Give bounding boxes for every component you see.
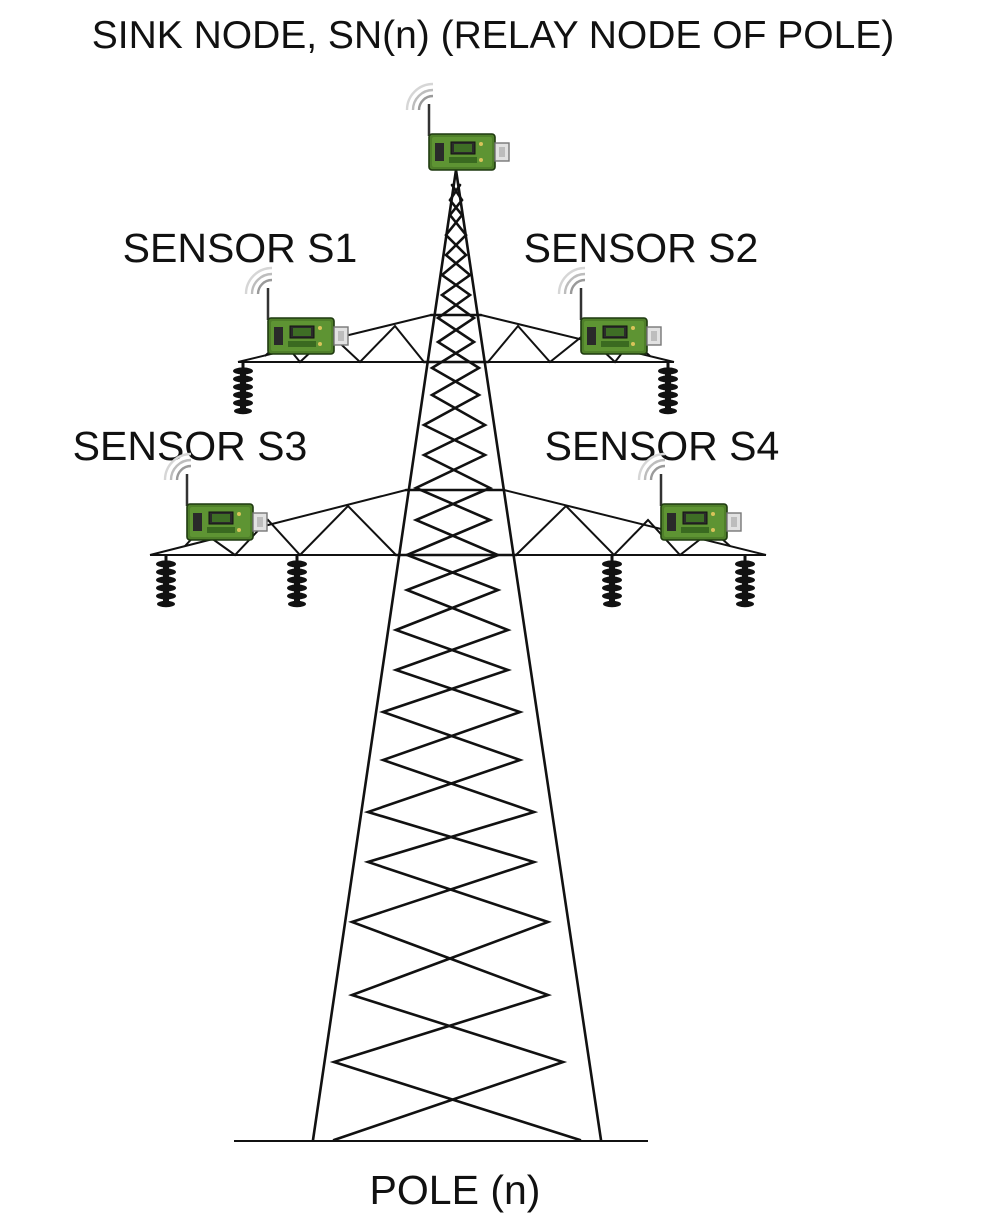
transmission-tower-icon <box>149 169 767 1142</box>
sensor-s3-label: SENSOR S3 <box>73 423 308 469</box>
sensor-node-icon <box>244 266 350 356</box>
sensor-s2: SENSOR S2 <box>524 225 759 356</box>
sensor-s4: SENSOR S4 <box>545 423 780 542</box>
sensor-s4-label: SENSOR S4 <box>545 423 780 469</box>
sensor-s2-label: SENSOR S2 <box>524 225 759 271</box>
sink-node <box>405 82 511 172</box>
sensor-node-icon <box>405 82 511 172</box>
sensor-s1: SENSOR S1 <box>123 225 358 356</box>
pole-label: POLE (n) <box>370 1167 541 1213</box>
sensor-s1-label: SENSOR S1 <box>123 225 358 271</box>
sensor-s3: SENSOR S3 <box>73 423 308 542</box>
sensor-node-icon <box>557 266 663 356</box>
diagram-title: SINK NODE, SN(n) (RELAY NODE OF POLE) <box>92 14 895 57</box>
